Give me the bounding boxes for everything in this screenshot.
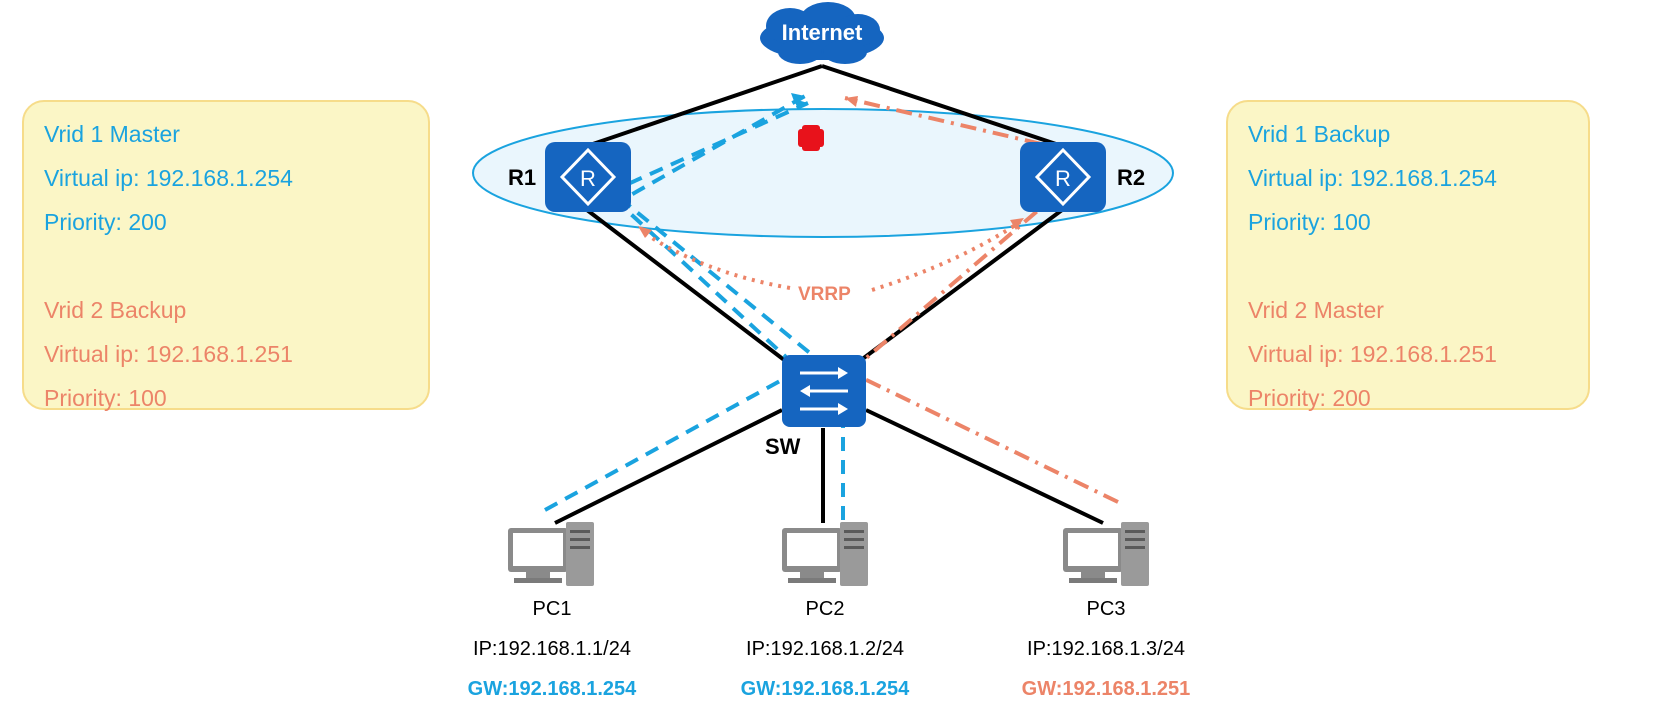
r1-vrid1-role: Vrid 1 Master xyxy=(44,121,180,147)
router-r2-label: R2 xyxy=(1117,165,1146,190)
svg-text:R: R xyxy=(580,166,596,191)
r2-vrid1-virtual-ip: Virtual ip: 192.168.1.254 xyxy=(1248,165,1497,191)
vrid1-arrowhead xyxy=(791,93,805,104)
router-icon: R xyxy=(545,142,631,212)
r1-vrid1-virtual-ip: Virtual ip: 192.168.1.254 xyxy=(44,165,293,191)
pc2-name: PC2 xyxy=(805,598,845,620)
pc2-ip: IP:192.168.1.2/24 xyxy=(746,638,904,660)
vrrp-arrowhead-r1 xyxy=(638,226,652,238)
link-sw-pc3 xyxy=(865,408,1104,525)
svg-text:R: R xyxy=(1055,166,1071,191)
link-internet-r1 xyxy=(586,64,823,148)
vrrp-group-ellipse xyxy=(472,108,1174,238)
link-sw-pc1 xyxy=(554,408,783,525)
vrid1-path-pc2 xyxy=(618,94,845,520)
r1-vrid2-role: Vrid 2 Backup xyxy=(44,297,187,323)
internet-label: Internet xyxy=(781,20,863,45)
r1-vrid1-priority: Priority: 200 xyxy=(44,209,167,235)
pc3-ip: IP:192.168.1.3/24 xyxy=(1027,638,1185,660)
router-icon: R xyxy=(1020,142,1106,212)
pc1-ip: IP:192.168.1.1/24 xyxy=(473,638,631,660)
r2-vrid2-virtual-ip: Virtual ip: 192.168.1.251 xyxy=(1248,341,1497,367)
computer-icon xyxy=(782,522,868,586)
r2-vrid1-priority: Priority: 100 xyxy=(1248,209,1371,235)
vrrp-advertisement-paths xyxy=(638,220,1022,292)
vrid2-arrowhead xyxy=(845,96,858,107)
vrid1-traffic-paths xyxy=(544,94,845,520)
router-r1-label: R1 xyxy=(508,165,537,190)
r2-vrid2-role: Vrid 2 Master xyxy=(1248,297,1384,323)
pc3-gateway: GW:192.168.1.251 xyxy=(1021,678,1191,700)
vrrp-path-to-r2 xyxy=(871,220,1022,292)
vrrp-path-to-r1 xyxy=(638,228,791,290)
vrrp-label: VRRP xyxy=(798,284,851,305)
physical-links xyxy=(554,64,1104,525)
pc1-name: PC1 xyxy=(532,598,572,620)
r1-vrid2-virtual-ip: Virtual ip: 192.168.1.251 xyxy=(44,341,293,367)
pc2-gateway: GW:192.168.1.254 xyxy=(740,678,910,700)
red-cross-icon xyxy=(798,125,824,151)
vrid1-arrowheads xyxy=(791,93,808,110)
vrid1-path-pc1 xyxy=(544,101,809,512)
link-r1-sw xyxy=(585,208,802,374)
switch-label: SW xyxy=(765,434,801,459)
r1-vrrp-info-box: Vrid 1 Master Virtual ip: 192.168.1.254 … xyxy=(22,100,430,411)
computer-icon xyxy=(1063,522,1149,586)
link-internet-r2 xyxy=(821,64,1063,148)
switch-icon xyxy=(782,355,866,427)
cloud-icon xyxy=(760,2,884,64)
pc1-gateway: GW:192.168.1.254 xyxy=(467,678,637,700)
r1-vrid2-priority: Priority: 100 xyxy=(44,385,167,411)
r2-vrrp-info-box: Vrid 1 Backup Virtual ip: 192.168.1.254 … xyxy=(1226,100,1590,411)
r2-vrid1-role: Vrid 1 Backup xyxy=(1248,121,1391,147)
computer-icon xyxy=(508,522,594,586)
pc3-name: PC3 xyxy=(1086,598,1126,620)
r2-vrid2-priority: Priority: 200 xyxy=(1248,385,1371,411)
vrrp-arrowheads xyxy=(638,218,1024,238)
vrrp-arrowhead-r2 xyxy=(1010,218,1024,230)
